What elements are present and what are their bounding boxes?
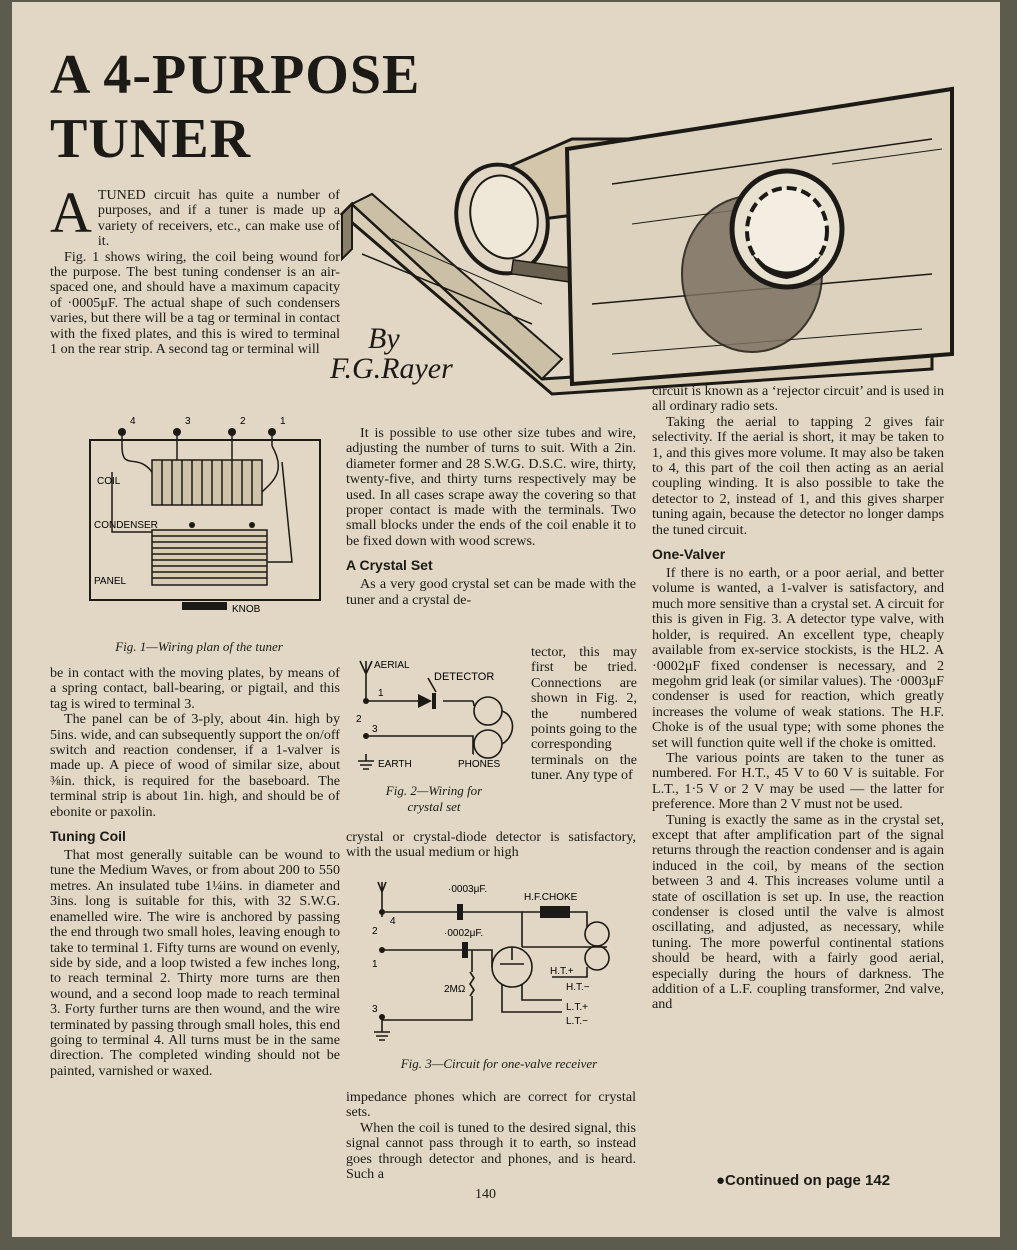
- paragraph: It is possible to use other size tubes a…: [346, 425, 636, 549]
- drop-cap: A: [50, 180, 92, 245]
- column-2-top: It is possible to use other size tubes a…: [346, 425, 636, 608]
- page-number: 140: [475, 1187, 496, 1202]
- fig2-label-phones: PHONES: [458, 759, 501, 770]
- byline-by: By: [368, 322, 400, 355]
- title-line-2: TUNER: [50, 108, 252, 170]
- fig1-label-knob: KNOB: [232, 604, 261, 615]
- heading-crystal-set: A Crystal Set: [346, 557, 433, 574]
- paragraph: The panel can be of 3-ply, about 4in. hi…: [50, 711, 340, 820]
- paragraph: be in contact with the moving plates, by…: [50, 665, 340, 712]
- fig3-point-4: 4: [390, 916, 396, 927]
- fig1-terminal-3: 3: [185, 416, 191, 427]
- paragraph: crystal or crystal-diode detector is sat…: [346, 829, 636, 861]
- byline: By F.G.Rayer: [330, 322, 530, 386]
- fig3-label-grid-condenser: ·0002μF.: [444, 928, 483, 939]
- title-line-1: A 4-PURPOSE: [50, 44, 421, 106]
- fig1-terminal-4: 4: [130, 416, 136, 427]
- column-2-mid: crystal or crystal-diode detector is sat…: [346, 829, 636, 861]
- fig3-label-reaction-condenser: ·0003μF.: [448, 884, 487, 895]
- fig2-point-2: 2: [356, 714, 362, 725]
- fig3-label-lt-minus: L.T.−: [566, 1016, 588, 1027]
- column-2-side: tector, this may first be tried. Connect…: [531, 644, 637, 784]
- heading-one-valver: One-Valver: [652, 546, 726, 563]
- fig1-caption: Fig. 1—Wiring plan of the tuner: [115, 639, 283, 654]
- paragraph: That most generally suitable can be woun…: [50, 847, 340, 1079]
- heading-tuning-coil: Tuning Coil: [50, 828, 126, 845]
- fig3-label-ht-plus: H.T.+: [550, 966, 574, 977]
- paragraph: As a very good crystal set can be made w…: [346, 576, 636, 608]
- fig1-terminal-2: 2: [240, 416, 246, 427]
- fig1-wiring-plan: 4 3 2 1 COIL CONDENSER PANEL KNOB: [89, 416, 321, 615]
- fig3-label-grid-leak: 2MΩ: [444, 984, 466, 995]
- column-1-bottom: be in contact with the moving plates, by…: [50, 665, 340, 1079]
- fig1-label-coil: COIL: [97, 476, 121, 487]
- fig3-point-3: 3: [372, 1004, 378, 1015]
- magazine-page: A 4-PURPOSE TUNER By F.G.Rayer: [12, 2, 1000, 1237]
- fig3-label-hf-choke: H.F.CHOKE: [524, 892, 578, 903]
- paragraph: The various points are taken to the tune…: [652, 749, 944, 813]
- article-title: A 4-PURPOSE TUNER: [50, 46, 420, 168]
- fig3-one-valve-circuit: ·0003μF. H.F.CHOKE ·0002μF. 2MΩ H.T.+ H.…: [372, 881, 610, 1041]
- fig3-label-ht-minus: H.T.−: [566, 982, 590, 993]
- fig1-label-panel: PANEL: [94, 576, 126, 587]
- fig3-caption: Fig. 3—Circuit for one-valve receiver: [400, 1056, 598, 1071]
- fig2-label-earth: EARTH: [378, 759, 412, 770]
- fig2-caption-line-1: Fig. 2—Wiring for: [385, 783, 483, 798]
- paragraph: tector, this may first be tried. Connect…: [531, 644, 637, 784]
- fig1-terminal-1: 1: [280, 416, 286, 427]
- paragraph: When the coil is tuned to the desired si…: [346, 1119, 636, 1183]
- column-3: circuit is known as a ‘rejector circuit’…: [652, 383, 944, 1013]
- byline-author: F.G.Rayer: [330, 352, 453, 385]
- fig2-caption: Fig. 2—Wiring for crystal set: [364, 783, 504, 815]
- paragraph: Taking the aerial to tapping 2 gives fai…: [652, 413, 944, 538]
- paragraph: If there is no earth, or a poor aerial, …: [652, 565, 944, 751]
- fig2-point-3: 3: [372, 724, 378, 735]
- fig2-crystal-circuit: AERIAL DETECTOR 1 2 3 EARTH PHONES: [356, 660, 514, 770]
- fig3-label-lt-plus: L.T.+: [566, 1002, 588, 1013]
- fig3-point-2: 2: [372, 926, 378, 937]
- fig2-label-detector: DETECTOR: [434, 671, 494, 683]
- paragraph: circuit is known as a ‘rejector circuit’…: [652, 383, 944, 415]
- fig1-label-condenser: CONDENSER: [94, 520, 158, 531]
- column-2-bottom: impedance phones which are correct for c…: [346, 1089, 636, 1183]
- tuner-illustration: [339, 86, 954, 396]
- fig3-point-1: 1: [372, 959, 378, 970]
- paragraph: Fig. 1 shows wiring, the coil being woun…: [50, 248, 340, 358]
- fig2-caption-line-2: crystal set: [407, 799, 461, 814]
- fig2-point-1: 1: [378, 688, 384, 699]
- continued-link[interactable]: ●Continued on page 142: [716, 1172, 891, 1189]
- paragraph: impedance phones which are correct for c…: [346, 1089, 636, 1121]
- fig2-label-aerial: AERIAL: [374, 660, 410, 671]
- paragraph: Tuning is exactly the same as in the cry…: [652, 811, 944, 1013]
- intro-text: TUNED circuit has quite a number of purp…: [97, 187, 340, 250]
